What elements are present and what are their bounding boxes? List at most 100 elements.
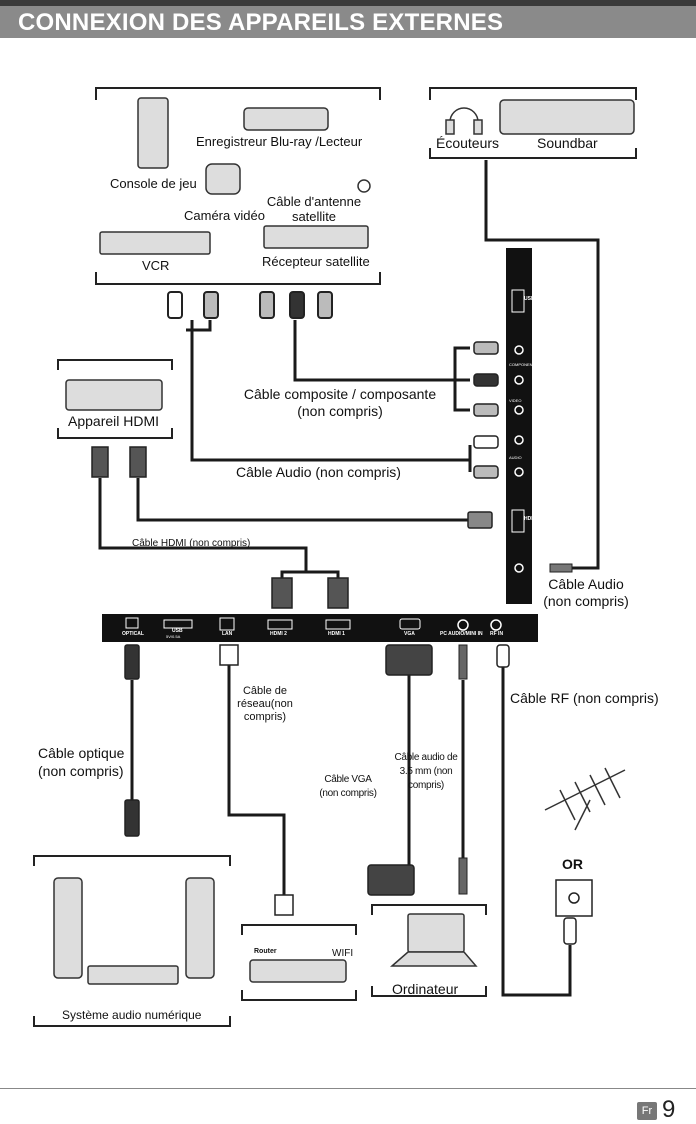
side-hdmi3-label: HDMI 3 [524, 516, 541, 522]
rf-cable [501, 665, 572, 997]
hdmi-plug-device-1 [91, 446, 109, 478]
hdmi1-port-label: HDMI 1 [328, 631, 345, 637]
side-video-label: VIDEO [509, 398, 522, 403]
optical-cable-label-2: (non compris) [38, 763, 124, 779]
router-bracket-bottom [241, 990, 357, 1001]
tv-bottom-panel [102, 614, 538, 642]
lan-port-label: LAN [222, 631, 233, 637]
vcr-label: VCR [142, 258, 170, 273]
composite-cable-label-1: Câble composite / composante [243, 386, 437, 402]
audio35-cable-label-3: compris) [408, 780, 444, 791]
source-bracket-bottom [95, 272, 381, 285]
component-plug-2 [289, 291, 305, 319]
cables [98, 160, 600, 997]
footer-rule [0, 1088, 696, 1089]
vga-plug-pc [367, 864, 415, 896]
side-plug-hdmi3 [467, 511, 493, 529]
rf-plug-wall [563, 917, 577, 945]
antenna-dish-shape [357, 179, 371, 193]
network-cable [227, 665, 286, 895]
source-bracket-top [95, 87, 381, 100]
computer-label: Ordinateur [392, 981, 459, 997]
side-usb-label: USB [524, 296, 535, 302]
side-panel-body [506, 248, 532, 604]
audio-system-label: Système audio numérique [62, 1008, 202, 1022]
side-plug-y [473, 403, 499, 417]
rf-in-jack [490, 619, 502, 631]
bluray-shape [243, 107, 329, 131]
amplifier-shape [87, 965, 179, 985]
audio-cable-label: Câble Audio (non compris) [236, 464, 401, 480]
headphone-audio-cable [484, 160, 600, 570]
hdmi1-port [325, 619, 351, 630]
audio-right-label-1: Câble Audio [548, 576, 624, 592]
language-badge: Fr [637, 1102, 657, 1120]
page-title: CONNEXION DES APPAREILS EXTERNES [18, 9, 504, 36]
hdmi3-cable [136, 478, 468, 522]
side-hdmi3-port [511, 509, 525, 533]
bluray-label: Enregistreur Blu-ray /Lecteur [196, 134, 363, 149]
computer-bracket-top [371, 904, 487, 915]
satellite-receiver-label: Récepteur satellite [262, 254, 370, 269]
router-label: Router [254, 948, 277, 955]
hdmi1-cable [306, 570, 340, 578]
device-brackets [33, 87, 637, 1027]
hdmi2-port [267, 619, 293, 630]
wifi-label: WIFI [332, 948, 354, 959]
soundbar-shape [499, 99, 635, 135]
satellite-receiver-shape [263, 225, 369, 249]
side-audio-l-jack [514, 467, 524, 477]
audio35-plug-tv [458, 644, 468, 680]
network-cable-label-3: compris) [243, 711, 287, 723]
antenna-drawing [544, 767, 626, 831]
headphones-shape [449, 107, 479, 123]
vga-cable-label-1: Câble VGA [324, 774, 372, 785]
lan-plug-tv [219, 644, 239, 666]
side-audio-label: AUDIO [509, 455, 522, 460]
hdmi-device-bracket-top [57, 359, 173, 370]
side-plug-pb [473, 373, 499, 387]
camera-label: Caméra vidéo [184, 208, 265, 223]
hdmi-plug-tv-2 [271, 577, 293, 609]
top-rule [0, 0, 696, 6]
side-pr-jack [514, 345, 524, 355]
optical-port [125, 617, 139, 629]
wall-socket-hole [568, 892, 580, 904]
laptop-base-shape [390, 951, 478, 967]
vga-port [399, 618, 421, 630]
audio-cable-left [190, 320, 472, 462]
side-plug-pr [473, 341, 499, 355]
computer-bracket-bottom [371, 986, 487, 997]
side-plug-headphone [549, 563, 573, 573]
side-audio-r-jack [514, 435, 524, 445]
speaker-left-shape [53, 877, 83, 979]
side-component-label: COMPONENT [509, 362, 535, 367]
connectors [91, 291, 593, 945]
speaker-right-shape [185, 877, 215, 979]
audio-right-label-2: (non compris) [543, 593, 629, 609]
vga-plug-tv [385, 644, 433, 676]
headphones-label: Écouteurs [436, 135, 500, 151]
pc-audio-port-label: PC AUDIO/MINI IN [440, 631, 483, 637]
audio-system-bracket-top [33, 855, 231, 866]
lan-port [219, 617, 235, 631]
hdmi-plug-tv-1 [327, 577, 349, 609]
antenna-boom [544, 769, 626, 811]
device-drawings [53, 97, 635, 985]
optical-plug-system [124, 799, 140, 837]
optical-port-label: OPTICAL [122, 631, 144, 637]
soundbar-label: Soundbar [537, 135, 598, 151]
composite-cable-bottom [453, 380, 470, 412]
headphone-cup-left [445, 119, 455, 135]
audio-plug-1 [167, 291, 183, 319]
rf-cable-label: Câble RF (non compris) [510, 690, 659, 706]
side-usb-port [511, 289, 525, 313]
audio-cable-join [186, 320, 212, 332]
antenna-elements [559, 767, 621, 831]
audio35-cable-label-1: Câble audio de [394, 752, 458, 763]
lan-plug-router [274, 894, 294, 916]
headphone-cup-right [473, 119, 483, 135]
component-plug-1 [259, 291, 275, 319]
game-console-shape [137, 97, 169, 169]
